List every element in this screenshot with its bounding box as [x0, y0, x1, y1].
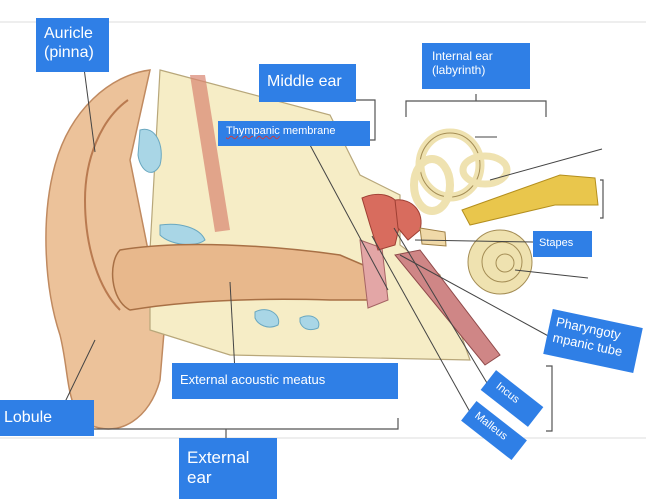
semicircular-canal	[410, 155, 454, 215]
incus-bone	[394, 199, 422, 241]
label-stapes: Stapes	[533, 231, 592, 257]
label-tympanic-membrane: Thympanic membrane	[218, 121, 370, 146]
cartilage-strip	[190, 75, 230, 232]
vestibulocochlear-nerve	[461, 174, 599, 226]
fluid-canal	[137, 128, 162, 173]
auricle-shape	[45, 69, 166, 430]
helix-fold	[83, 99, 129, 311]
eardrum	[359, 239, 389, 309]
semicircular-canal	[459, 152, 511, 188]
auditory-tube	[394, 249, 501, 366]
tympanic-rest: membrane	[279, 125, 336, 137]
label-external-ear: External ear	[179, 438, 277, 499]
cochlea-turn	[495, 253, 515, 273]
label-internal-ear: Internal ear (labyrinth)	[422, 43, 530, 89]
cochlea	[467, 229, 533, 295]
fluid-canal	[159, 223, 206, 246]
label-lobule: Lobule	[0, 400, 94, 436]
label-external-acoustic-meatus: External acoustic meatus	[172, 363, 398, 399]
ear-canal	[111, 243, 376, 311]
fluid-canal	[254, 309, 280, 328]
stapes-bone	[419, 227, 447, 247]
fluid-canal	[299, 315, 320, 331]
cochlea-turn	[481, 241, 523, 283]
tympanic-word: Thympanic	[226, 125, 280, 137]
label-middle-ear: Middle ear	[259, 64, 356, 102]
label-auricle: Auricle (pinna)	[36, 18, 109, 72]
leader-lines	[64, 67, 603, 413]
